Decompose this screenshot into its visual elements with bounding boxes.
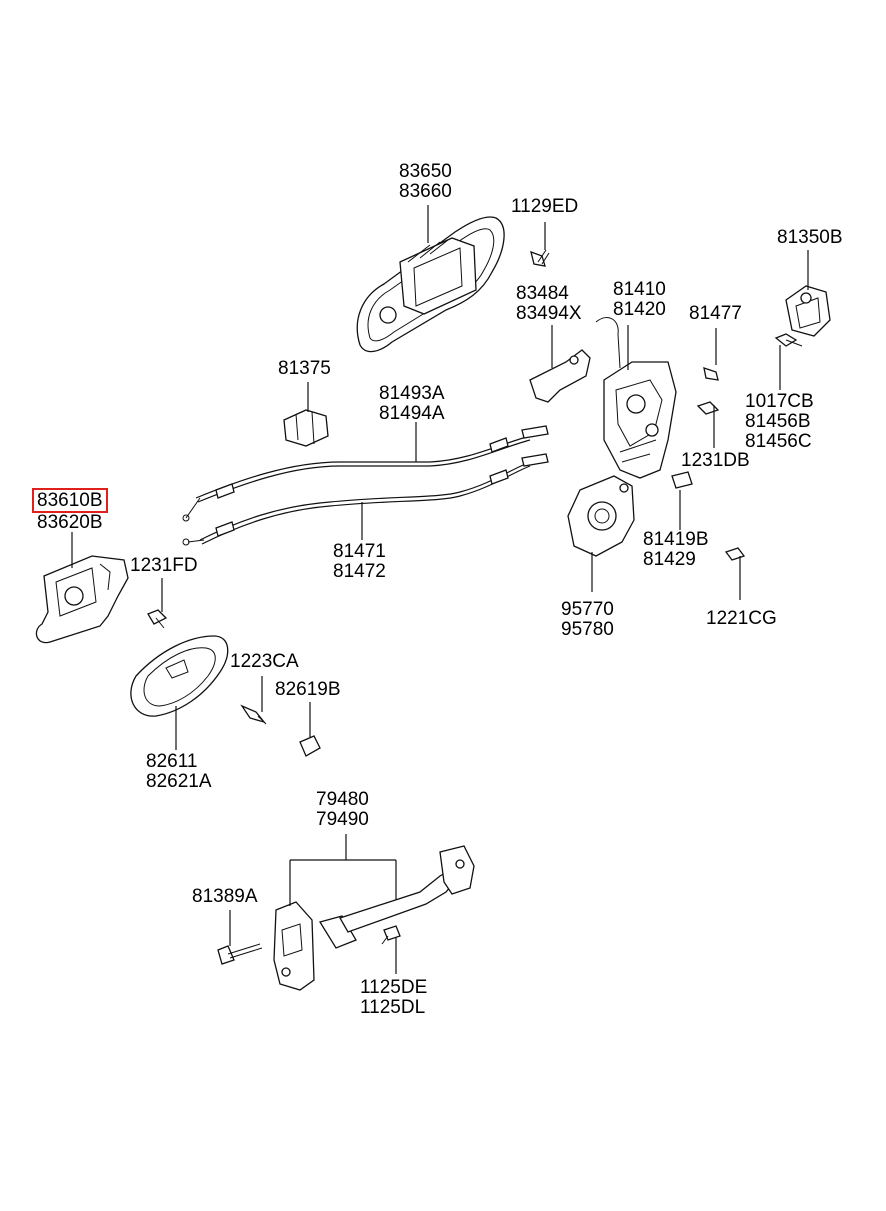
bolt-81389a[interactable] — [217, 943, 263, 965]
screw-1129ed[interactable] — [530, 249, 550, 267]
label-1221cg: 1221CG — [706, 608, 777, 629]
outside-door-handle[interactable] — [356, 216, 505, 353]
door-lock-actuator[interactable] — [567, 475, 635, 557]
screw-81477[interactable] — [703, 367, 719, 381]
highlighted-part-number[interactable]: 83610B — [32, 488, 108, 513]
screw-1223ca[interactable] — [240, 704, 267, 725]
bracket-83484[interactable] — [529, 349, 591, 403]
pad-81419b[interactable] — [671, 471, 693, 489]
cap-82619b[interactable] — [299, 735, 321, 757]
screw-1125de[interactable] — [381, 925, 401, 945]
screw-1221cg[interactable] — [724, 547, 746, 561]
label-1231fd: 1231FD — [130, 555, 198, 576]
screw-1017cb[interactable] — [774, 333, 803, 347]
label-82619b: 82619B — [275, 679, 341, 700]
cable-81493a[interactable] — [182, 425, 549, 522]
label-1129ed: 1129ED — [511, 196, 579, 217]
handle-bezel-82611[interactable] — [130, 635, 229, 717]
clip-81375[interactable] — [283, 409, 329, 447]
door-latch-assembly[interactable] — [595, 317, 677, 479]
screw-1231db[interactable] — [696, 401, 720, 415]
screw-1231fd[interactable] — [147, 609, 168, 629]
label-81350b: 81350B — [777, 227, 843, 248]
striker-81350b[interactable] — [785, 285, 831, 337]
label-1231db: 1231DB — [681, 450, 750, 471]
label-1223ca: 1223CA — [230, 651, 299, 672]
label-81389a: 81389A — [192, 886, 258, 907]
door-checker-79480[interactable] — [273, 845, 475, 991]
label-81375: 81375 — [278, 358, 331, 379]
inside-door-handle[interactable] — [35, 555, 129, 644]
cable-81471[interactable] — [182, 453, 549, 546]
label-81477: 81477 — [689, 303, 742, 324]
